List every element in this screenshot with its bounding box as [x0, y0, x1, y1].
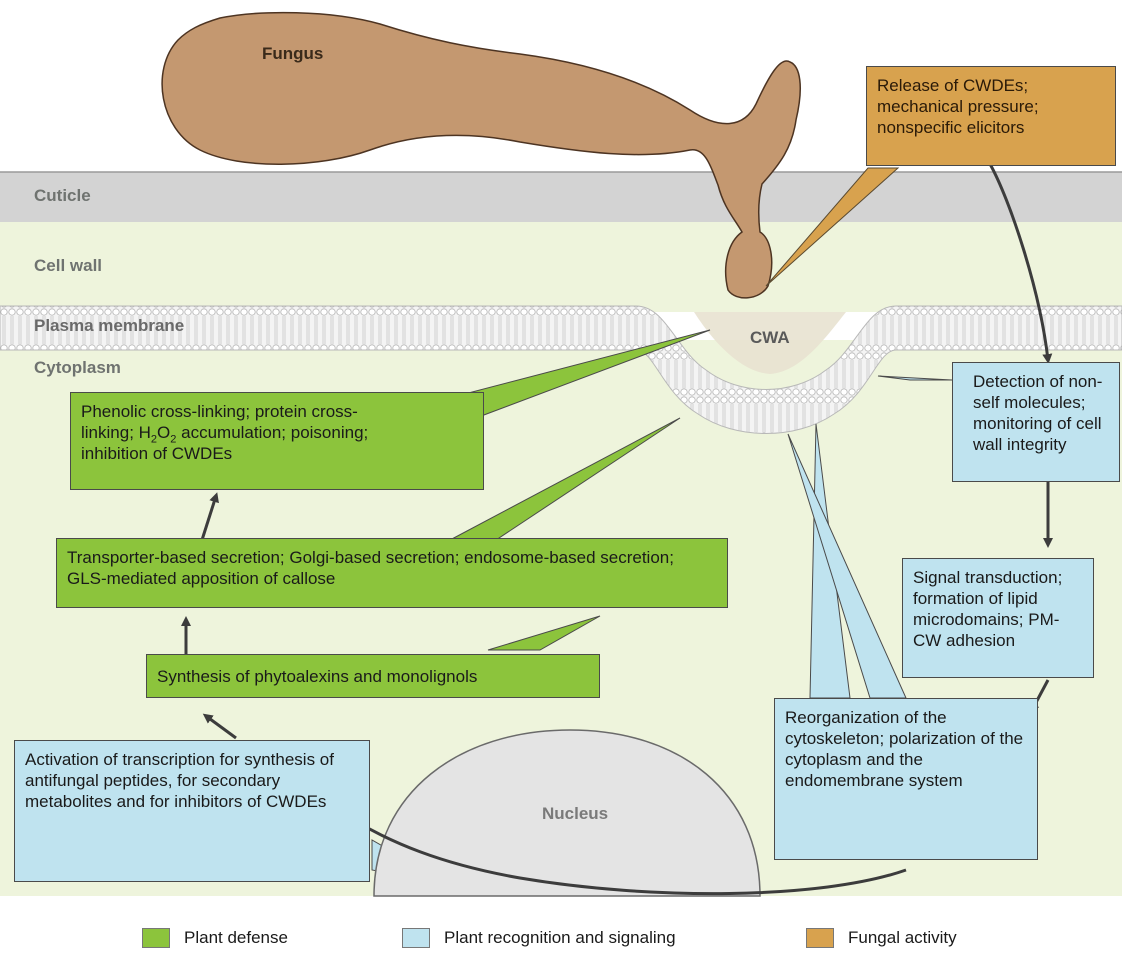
- legend-plant-recognition: Plant recognition and signaling: [402, 928, 676, 948]
- legend-label-plant-recognition: Plant recognition and signaling: [444, 928, 676, 948]
- nucleus-label: Nucleus: [542, 804, 608, 824]
- plant-defense-swatch: [142, 928, 170, 948]
- legend-label-fungal-activity: Fungal activity: [848, 928, 957, 948]
- fungal-activity-swatch: [806, 928, 834, 948]
- phenolic-line-2a: linking; H: [81, 423, 151, 442]
- fungus-label: Fungus: [262, 44, 323, 64]
- plasma-membrane-label: Plasma membrane: [34, 316, 184, 336]
- legend-fungal-activity: Fungal activity: [806, 928, 957, 948]
- secretion-box: Transporter-based secretion; Golgi-based…: [56, 538, 728, 608]
- phenolic-line-2b: O: [157, 423, 170, 442]
- cytoplasm-label: Cytoplasm: [34, 358, 121, 378]
- reorganization-box: Reorganization of the cytoskeleton; pola…: [774, 698, 1038, 860]
- plant-recognition-swatch: [402, 928, 430, 948]
- activation-box: Activation of transcription for synthesi…: [14, 740, 370, 882]
- phenolic-line-1: Phenolic cross-linking; protein cross-: [81, 401, 473, 422]
- detection-box: Detection of non-self molecules; monitor…: [952, 362, 1120, 482]
- cell-wall-layer: [0, 222, 1122, 312]
- legend-label-plant-defense: Plant defense: [184, 928, 288, 948]
- cell-wall-label: Cell wall: [34, 256, 102, 276]
- cwa-label: CWA: [750, 328, 790, 348]
- phenolic-crosslinking-box: Phenolic cross-linking; protein cross- l…: [70, 392, 484, 490]
- cuticle-layer: [0, 172, 1122, 222]
- phenolic-line-2c: accumulation; poisoning;: [176, 423, 368, 442]
- synthesis-box: Synthesis of phytoalexins and monolignol…: [146, 654, 600, 698]
- legend-plant-defense: Plant defense: [142, 928, 288, 948]
- cuticle-label: Cuticle: [34, 186, 91, 206]
- signal-transduction-box: Signal transduction; formation of lipid …: [902, 558, 1094, 678]
- phenolic-line-2: linking; H2O2 accumulation; poisoning;: [81, 422, 473, 443]
- phenolic-line-3: inhibition of CWDEs: [81, 443, 473, 464]
- fungal-activity-box: Release of CWDEs; mechanical pressure; n…: [866, 66, 1116, 166]
